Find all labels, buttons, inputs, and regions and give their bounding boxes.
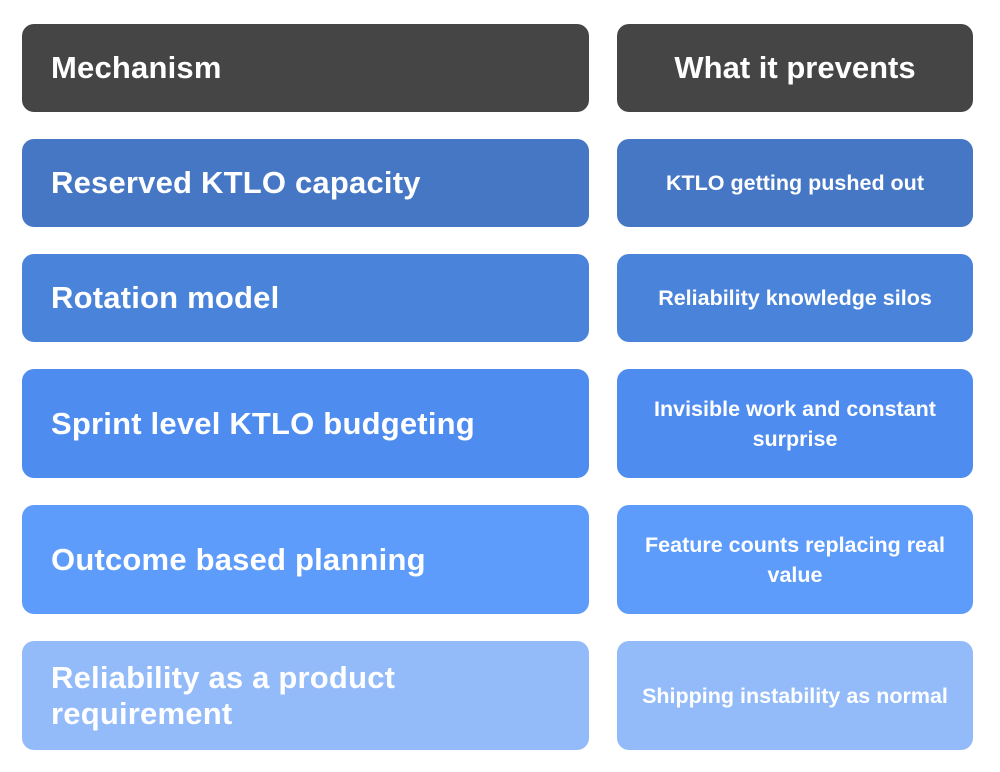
mechanism-cell-reserved-ktlo-capacity: Reserved KTLO capacity bbox=[22, 139, 589, 227]
mechanism-label: Rotation model bbox=[51, 280, 280, 315]
mechanism-column-header: Mechanism bbox=[22, 24, 589, 112]
mechanism-label: Reliability as a product requirement bbox=[51, 659, 396, 731]
prevents-cell-ktlo-pushed-out: KTLO getting pushed out bbox=[617, 139, 973, 227]
prevents-cell-invisible-work: Invisible work and constant surprise bbox=[617, 369, 973, 478]
mechanism-label: Reserved KTLO capacity bbox=[51, 165, 421, 200]
prevents-label: Invisible work and constant surprise bbox=[654, 396, 936, 451]
prevents-cell-feature-counts: Feature counts replacing real value bbox=[617, 505, 973, 614]
prevents-cell-shipping-instability: Shipping instability as normal bbox=[617, 641, 973, 750]
prevents-header-label: What it prevents bbox=[674, 50, 916, 85]
prevents-cell-knowledge-silos: Reliability knowledge silos bbox=[617, 254, 973, 342]
prevents-label: Feature counts replacing real value bbox=[645, 532, 945, 587]
prevents-label: Reliability knowledge silos bbox=[658, 286, 932, 310]
mechanism-cell-outcome-planning: Outcome based planning bbox=[22, 505, 589, 614]
mechanism-cell-rotation-model: Rotation model bbox=[22, 254, 589, 342]
mechanism-cell-reliability-requirement: Reliability as a product requirement bbox=[22, 641, 589, 750]
prevents-label: KTLO getting pushed out bbox=[666, 171, 924, 195]
mechanism-label: Sprint level KTLO budgeting bbox=[51, 405, 475, 441]
mechanism-cell-sprint-budgeting: Sprint level KTLO budgeting bbox=[22, 369, 589, 478]
prevents-label: Shipping instability as normal bbox=[642, 683, 948, 708]
mechanism-label: Outcome based planning bbox=[51, 541, 426, 577]
mechanism-header-label: Mechanism bbox=[51, 50, 222, 85]
prevents-column-header: What it prevents bbox=[617, 24, 973, 112]
